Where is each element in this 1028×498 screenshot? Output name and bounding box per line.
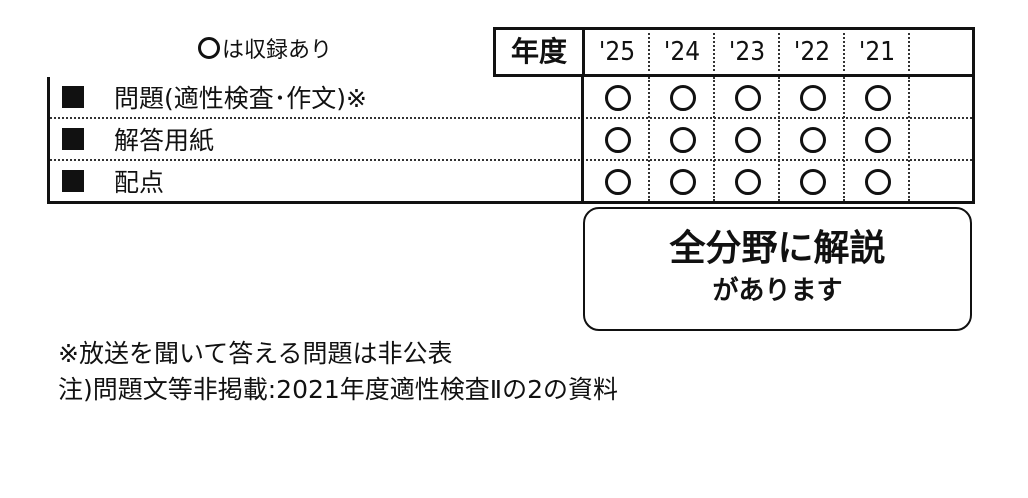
circle-mark-icon (800, 169, 826, 195)
year-2024: '24 (663, 37, 701, 67)
circle-mark-icon (670, 127, 696, 153)
notice-subtitle: があります (712, 276, 843, 306)
year-2025: '25 (598, 37, 636, 67)
circle-mark-icon (735, 127, 761, 153)
row-divider (50, 159, 972, 161)
circle-mark-icon (735, 85, 761, 111)
circle-mark-icon (605, 169, 631, 195)
year-header: 年度 '25 '24 '23 '22 '21 (493, 27, 975, 77)
square-bullet-icon (62, 170, 84, 192)
row-label: 問題(適性検査･作文)※ (114, 84, 367, 113)
circle-mark-icon (605, 85, 631, 111)
square-bullet-icon (62, 128, 84, 150)
circle-mark-icon (865, 127, 891, 153)
column-separator (581, 77, 584, 201)
header-divider (648, 33, 650, 71)
explanation-notice-box: 全分野に解説 があります (583, 207, 972, 331)
row-label: 配点 (114, 168, 165, 197)
footnote-omitted-text: 注)問題文等非掲載:2021年度適性検査Ⅱの2の資料 (58, 375, 619, 404)
notice-title: 全分野に解説 (669, 228, 886, 269)
circle-mark-icon (605, 127, 631, 153)
circle-mark-icon (865, 169, 891, 195)
column-divider (713, 77, 715, 201)
header-divider (908, 33, 910, 71)
year-2023: '23 (728, 37, 766, 67)
year-label: 年度 (496, 30, 585, 74)
column-divider (843, 77, 845, 201)
circle-mark-icon (865, 85, 891, 111)
square-bullet-icon (62, 86, 84, 108)
circle-mark-icon (670, 85, 696, 111)
row-divider (50, 117, 972, 119)
circle-mark-icon (800, 127, 826, 153)
table-row: 解答用紙 (50, 119, 582, 159)
header-divider (843, 33, 845, 71)
row-label: 解答用紙 (114, 126, 215, 155)
circle-mark-icon (800, 85, 826, 111)
circle-legend-icon (198, 37, 220, 59)
table-row: 配点 (50, 161, 582, 201)
header-divider (778, 33, 780, 71)
circle-mark-icon (735, 169, 761, 195)
column-divider (648, 77, 650, 201)
year-2022: '22 (793, 37, 831, 67)
circle-mark-icon (670, 169, 696, 195)
legend: は収録あり (198, 34, 332, 68)
legend-text: は収録あり (222, 38, 333, 63)
footnote-broadcast: ※放送を聞いて答える問題は非公表 (58, 339, 453, 368)
contents-table: 問題(適性検査･作文)※ 解答用紙 配点 (47, 77, 975, 204)
table-row: 問題(適性検査･作文)※ (50, 77, 582, 117)
column-divider (778, 77, 780, 201)
year-2021: '21 (858, 37, 896, 67)
column-divider (908, 77, 910, 201)
header-divider (713, 33, 715, 71)
